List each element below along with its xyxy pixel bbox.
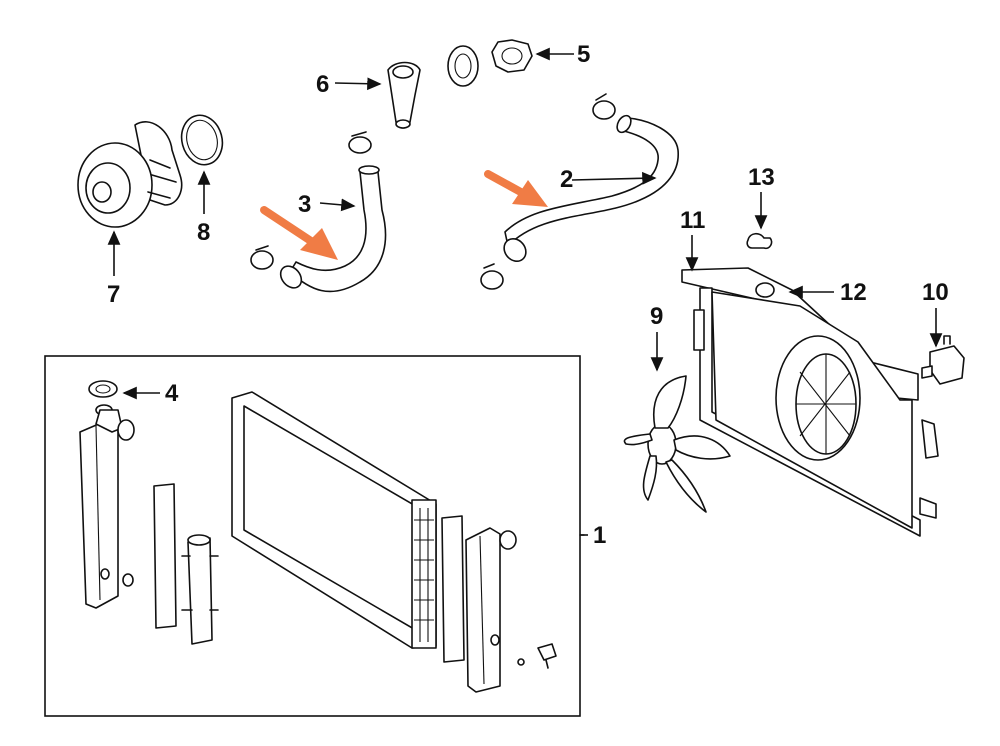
callout-8: 8	[197, 219, 210, 246]
callout-7: 7	[107, 281, 120, 308]
highlight-arrow-hose-3	[260, 206, 338, 260]
radiator-core	[231, 391, 437, 649]
tank-seal-right	[441, 515, 465, 663]
clip-13	[746, 232, 773, 250]
hose-clamp-2b	[480, 263, 504, 290]
callout-11: 11	[680, 207, 705, 234]
callout-1: 1	[593, 522, 606, 549]
callout-12: 12	[840, 279, 867, 306]
highlight-arrow-hose-2	[484, 170, 548, 207]
cooling-fan-9	[623, 375, 731, 513]
water-pump	[77, 121, 183, 228]
callout-10: 10	[922, 279, 949, 306]
pump-gasket	[180, 114, 224, 166]
hose-clamp-3a	[250, 245, 274, 270]
callout-13: 13	[748, 164, 775, 191]
radiator-left-tank	[79, 409, 135, 609]
radiator-assembly-box	[44, 355, 581, 717]
radiator-cap-4	[88, 380, 118, 416]
callout-4: 4	[165, 380, 179, 407]
drain-pipe	[181, 534, 219, 645]
hose-clamp-3b	[348, 131, 372, 154]
thermostat-gasket	[447, 45, 479, 87]
callout-2: 2	[560, 166, 573, 193]
tank-seal-left	[153, 483, 177, 629]
hose-clamp-2a	[592, 93, 616, 120]
leader-arrows	[107, 47, 943, 536]
callout-3: 3	[298, 191, 311, 218]
radiator-right-tank	[465, 527, 525, 693]
thermostat-5	[491, 39, 533, 73]
fan-switch-10	[921, 335, 965, 385]
lower-hose-3	[279, 165, 387, 293]
callout-5: 5	[577, 41, 590, 68]
fan-shroud	[681, 267, 939, 537]
drain-plug	[537, 643, 557, 669]
callout-9: 9	[650, 303, 663, 330]
upper-hose-2	[503, 114, 679, 263]
callout-6: 6	[316, 71, 329, 98]
water-inlet-6	[387, 61, 421, 129]
